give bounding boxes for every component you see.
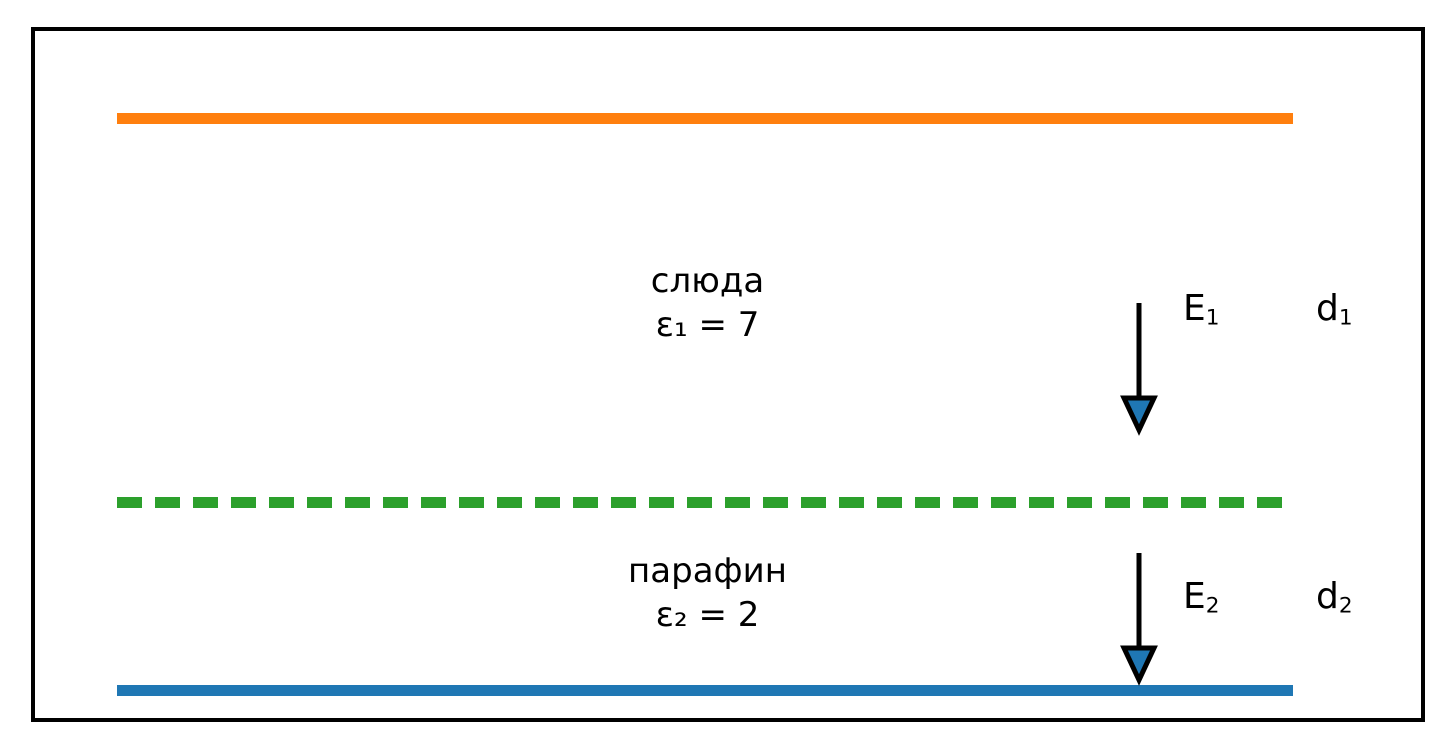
layer-1-material-name: слюда (650, 261, 765, 301)
thickness-symbol-2: d (1316, 576, 1339, 617)
bottom-capacitor-plate (117, 685, 1293, 696)
field-subscript-1: 1 (1205, 305, 1220, 331)
field-label-E1: E1 (1183, 289, 1220, 338)
arrow-head (1120, 395, 1158, 436)
thickness-subscript-1: 1 (1338, 305, 1353, 331)
thickness-label-d1: d1 (1316, 289, 1353, 338)
diagram-frame: слюда ε₁ = 7 парафин ε₂ = 2 E1 d1 E2 d2 (31, 27, 1425, 722)
top-capacitor-plate (117, 113, 1293, 124)
layer-2-material-name: парафин (628, 551, 787, 591)
thickness-symbol-1: d (1316, 288, 1339, 329)
layer-1-permittivity: ε₁ = 7 (655, 305, 760, 345)
field-symbol-1: E (1183, 288, 1206, 329)
layer-1-field-arrow-down-icon (1120, 303, 1158, 436)
field-symbol-2: E (1183, 576, 1206, 617)
layer-2-permittivity: ε₂ = 2 (655, 595, 760, 635)
layer-2-material-label: парафин ε₂ = 2 (565, 549, 850, 637)
thickness-subscript-2: 2 (1338, 593, 1353, 619)
layer-1-material-label: слюда ε₁ = 7 (565, 259, 850, 347)
layer-2-field-arrow-down-icon (1120, 553, 1158, 686)
field-subscript-2: 2 (1205, 593, 1220, 619)
arrow-head (1120, 645, 1158, 686)
thickness-label-d2: d2 (1316, 577, 1353, 626)
field-label-E2: E2 (1183, 577, 1220, 626)
dielectric-interface-line (117, 497, 1293, 508)
